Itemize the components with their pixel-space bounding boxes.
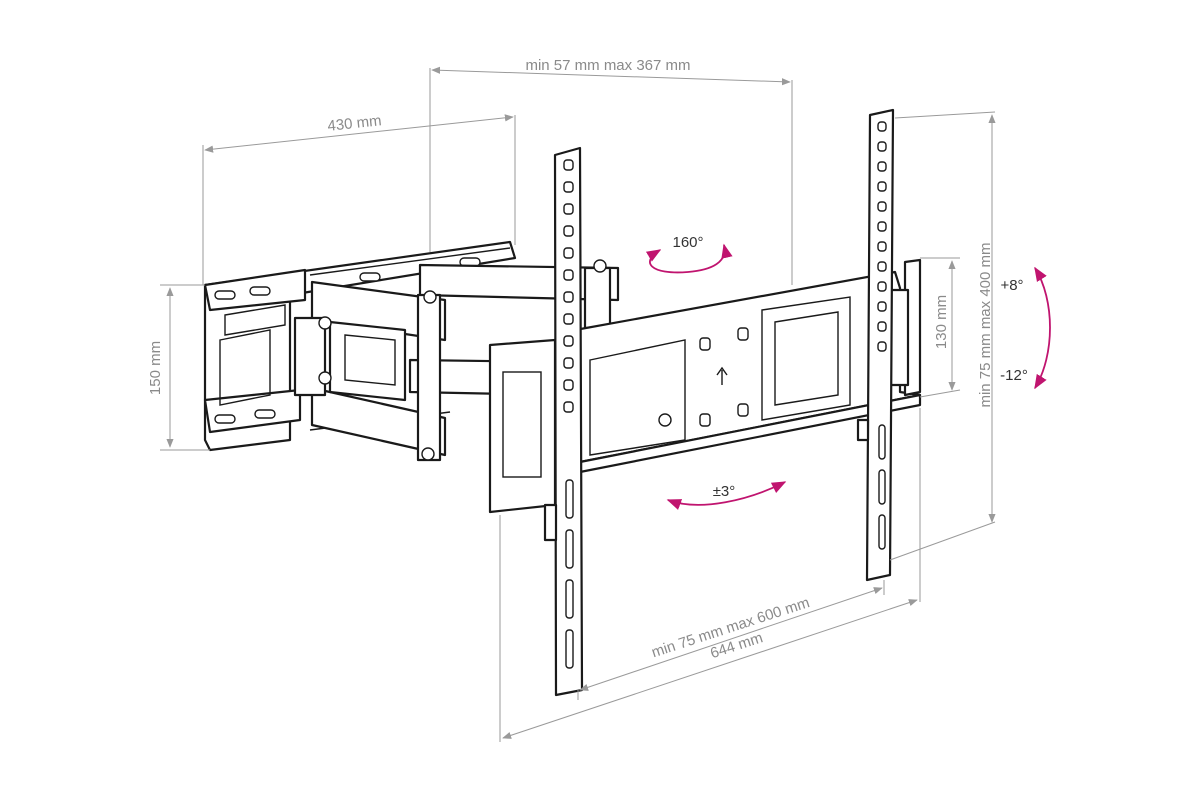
wall-plate [203, 240, 517, 452]
right-rail-holes [877, 121, 887, 550]
swivel-label: 160° [672, 234, 703, 251]
tilt-down-label: -12° [1000, 367, 1028, 384]
tilt-up-label: +8° [1000, 277, 1023, 294]
wall-plate-height-label: 150 mm [147, 341, 164, 395]
arm-extension-label: min 57 mm max 367 mm [525, 57, 690, 74]
rotation-label: ±3° [713, 483, 736, 500]
wall-plate-width-label: 430 mm [327, 112, 383, 135]
right-vertical-rail [856, 108, 895, 582]
dimension-lines [160, 66, 996, 742]
cross-bar-height-label: 130 mm [933, 295, 950, 349]
mount-drawing [203, 108, 922, 697]
vesa-vertical-label: min 75 mm max 400 mm [977, 242, 994, 407]
rotation-arcs [645, 243, 1051, 510]
left-vertical-rail [543, 146, 584, 697]
